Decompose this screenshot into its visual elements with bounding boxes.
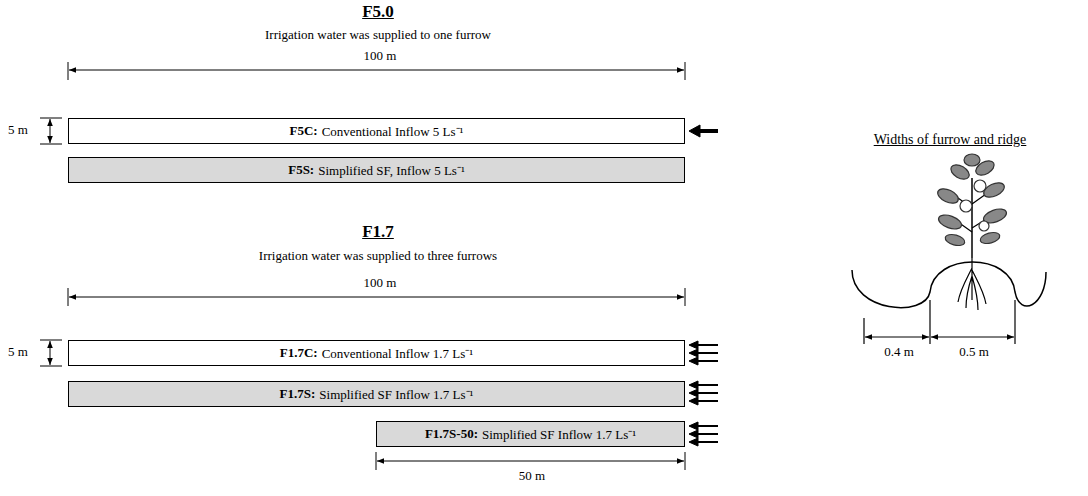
annotation-label: 0.5 m (957, 344, 991, 360)
annotation-label: 5 m (8, 122, 28, 138)
treatment-text: Conventional Inflow 1.7 Ls⁻¹ (322, 344, 474, 362)
annotation-label: Irrigation water was supplied to one fur… (265, 27, 491, 43)
section-heading: F5.0 (362, 2, 394, 22)
annotation-label: 100 m (362, 48, 399, 64)
treatment-code: F1.7S: (280, 386, 316, 402)
annotation-label: Widths of furrow and ridge (874, 132, 1027, 149)
plant-illustration (852, 154, 1046, 344)
plot-strip: F1.7S:Simplified SF Inflow 1.7 Ls⁻¹ (68, 381, 685, 407)
treatment-code: F1.7S-50: (425, 426, 478, 442)
plot-strip: F1.7C:Conventional Inflow 1.7 Ls⁻¹ (68, 340, 685, 366)
annotation-label: 0.4 m (882, 344, 916, 360)
dimension-lines (40, 62, 685, 470)
annotation-label: 50 m (517, 468, 547, 484)
section-heading: F1.7 (362, 222, 394, 242)
plot-strip: F5C: Conventional Inflow 5 Ls⁻¹ (68, 118, 685, 144)
treatment-code: F5C: (289, 123, 317, 139)
plot-strip: F1.7S-50:Simplified SF Inflow 1.7 Ls⁻¹ (376, 421, 685, 447)
treatment-text: Simplified SF Inflow 1.7 Ls⁻¹ (482, 425, 636, 443)
plot-strip: F5S:Simplified SF, Inflow 5 Ls⁻¹ (68, 157, 685, 183)
treatment-code: F1.7C: (280, 345, 318, 361)
annotation-label: 5 m (8, 344, 28, 360)
inflow-arrows (689, 125, 718, 446)
treatment-code: F5S: (288, 162, 314, 178)
annotation-label: Irrigation water was supplied to three f… (259, 248, 497, 264)
treatment-text: Simplified SF Inflow 1.7 Ls⁻¹ (319, 385, 473, 403)
annotation-label: 100 m (362, 275, 399, 291)
treatment-text: Conventional Inflow 5 Ls⁻¹ (322, 122, 464, 140)
treatment-text: Simplified SF, Inflow 5 Ls⁻¹ (318, 161, 465, 179)
